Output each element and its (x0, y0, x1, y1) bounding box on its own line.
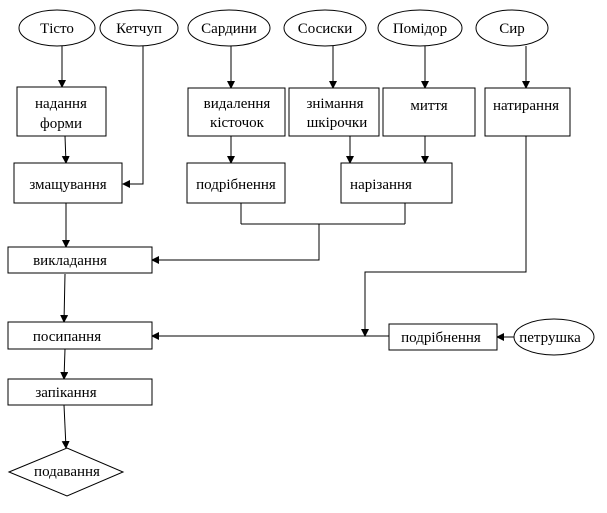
step-shaping-label-line1: надання (35, 96, 87, 112)
edge-merge-to-laying-out (151, 224, 320, 264)
step-baking-label: запікання (35, 385, 96, 401)
ingredient-sardines: Сардини (187, 9, 271, 47)
step-pit-removal: видалення кісточок (187, 87, 286, 137)
edge-shaping-to-greasing (61, 135, 70, 164)
step-pit-removal-label-line2: кісточок (210, 115, 265, 131)
step-serving: подавання (7, 447, 125, 497)
step-peeling: знімання шкірочки (288, 87, 380, 137)
edge-baking-to-serving (61, 404, 70, 449)
ingredient-sardines-label: Сардини (201, 21, 257, 37)
step-serving-label: подавання (34, 464, 100, 480)
ingredient-ketchup: Кетчуп (99, 9, 179, 47)
ingredient-sausages: Сосиски (283, 9, 367, 47)
step-slicing-label: нарізання (350, 177, 412, 193)
ingredient-parsley-label: петрушка (519, 330, 581, 346)
step-peeling-label-line2: шкірочки (307, 115, 367, 131)
step-crushing-sardines: подрібнення (186, 162, 286, 204)
step-crushing-parsley-label: подрібнення (401, 330, 481, 346)
step-grating-label: натирання (493, 98, 559, 114)
ingredient-ketchup-label: Кетчуп (116, 21, 162, 37)
ingredient-parsley: петрушка (513, 318, 595, 356)
step-washing-label: миття (410, 98, 447, 114)
ingredient-cheese: Сир (475, 9, 549, 47)
step-crushing-parsley: подрібнення (388, 323, 498, 351)
step-sprinkling: посипання (7, 321, 153, 350)
step-pit-removal-label-line1: видалення (204, 96, 271, 112)
step-greasing: змащування (13, 162, 123, 204)
step-sprinkling-label: посипання (33, 329, 101, 345)
step-shaping-label-line2: форми (40, 116, 82, 132)
step-greasing-label: змащування (29, 177, 106, 193)
ingredient-cheese-label: Сир (499, 21, 525, 37)
step-washing: миття (382, 87, 476, 137)
ingredient-dough: Тісто (18, 9, 96, 47)
edge-grating-to-sprinkling (361, 136, 527, 337)
edge-laying-out-to-sprinkling (60, 273, 69, 323)
connectors (58, 46, 530, 449)
step-grating: натирання (484, 87, 571, 137)
step-peeling-label-line1: знімання (306, 96, 363, 112)
step-shaping: надання форми (16, 86, 107, 137)
edge-ketchup-to-greasing (122, 46, 144, 188)
ingredient-tomato-label: Помідор (393, 21, 447, 37)
ingredient-tomato: Помідор (377, 9, 463, 47)
step-baking: запікання (7, 378, 153, 406)
step-crushing-sardines-label: подрібнення (196, 177, 276, 193)
edge-sprinkling-to-baking (60, 348, 69, 380)
ingredient-sausages-label: Сосиски (298, 21, 353, 37)
step-laying-out-label: викладання (33, 253, 107, 269)
ingredient-dough-label: Тісто (40, 21, 74, 37)
step-laying-out: викладання (7, 246, 153, 274)
step-slicing: нарізання (340, 162, 453, 204)
